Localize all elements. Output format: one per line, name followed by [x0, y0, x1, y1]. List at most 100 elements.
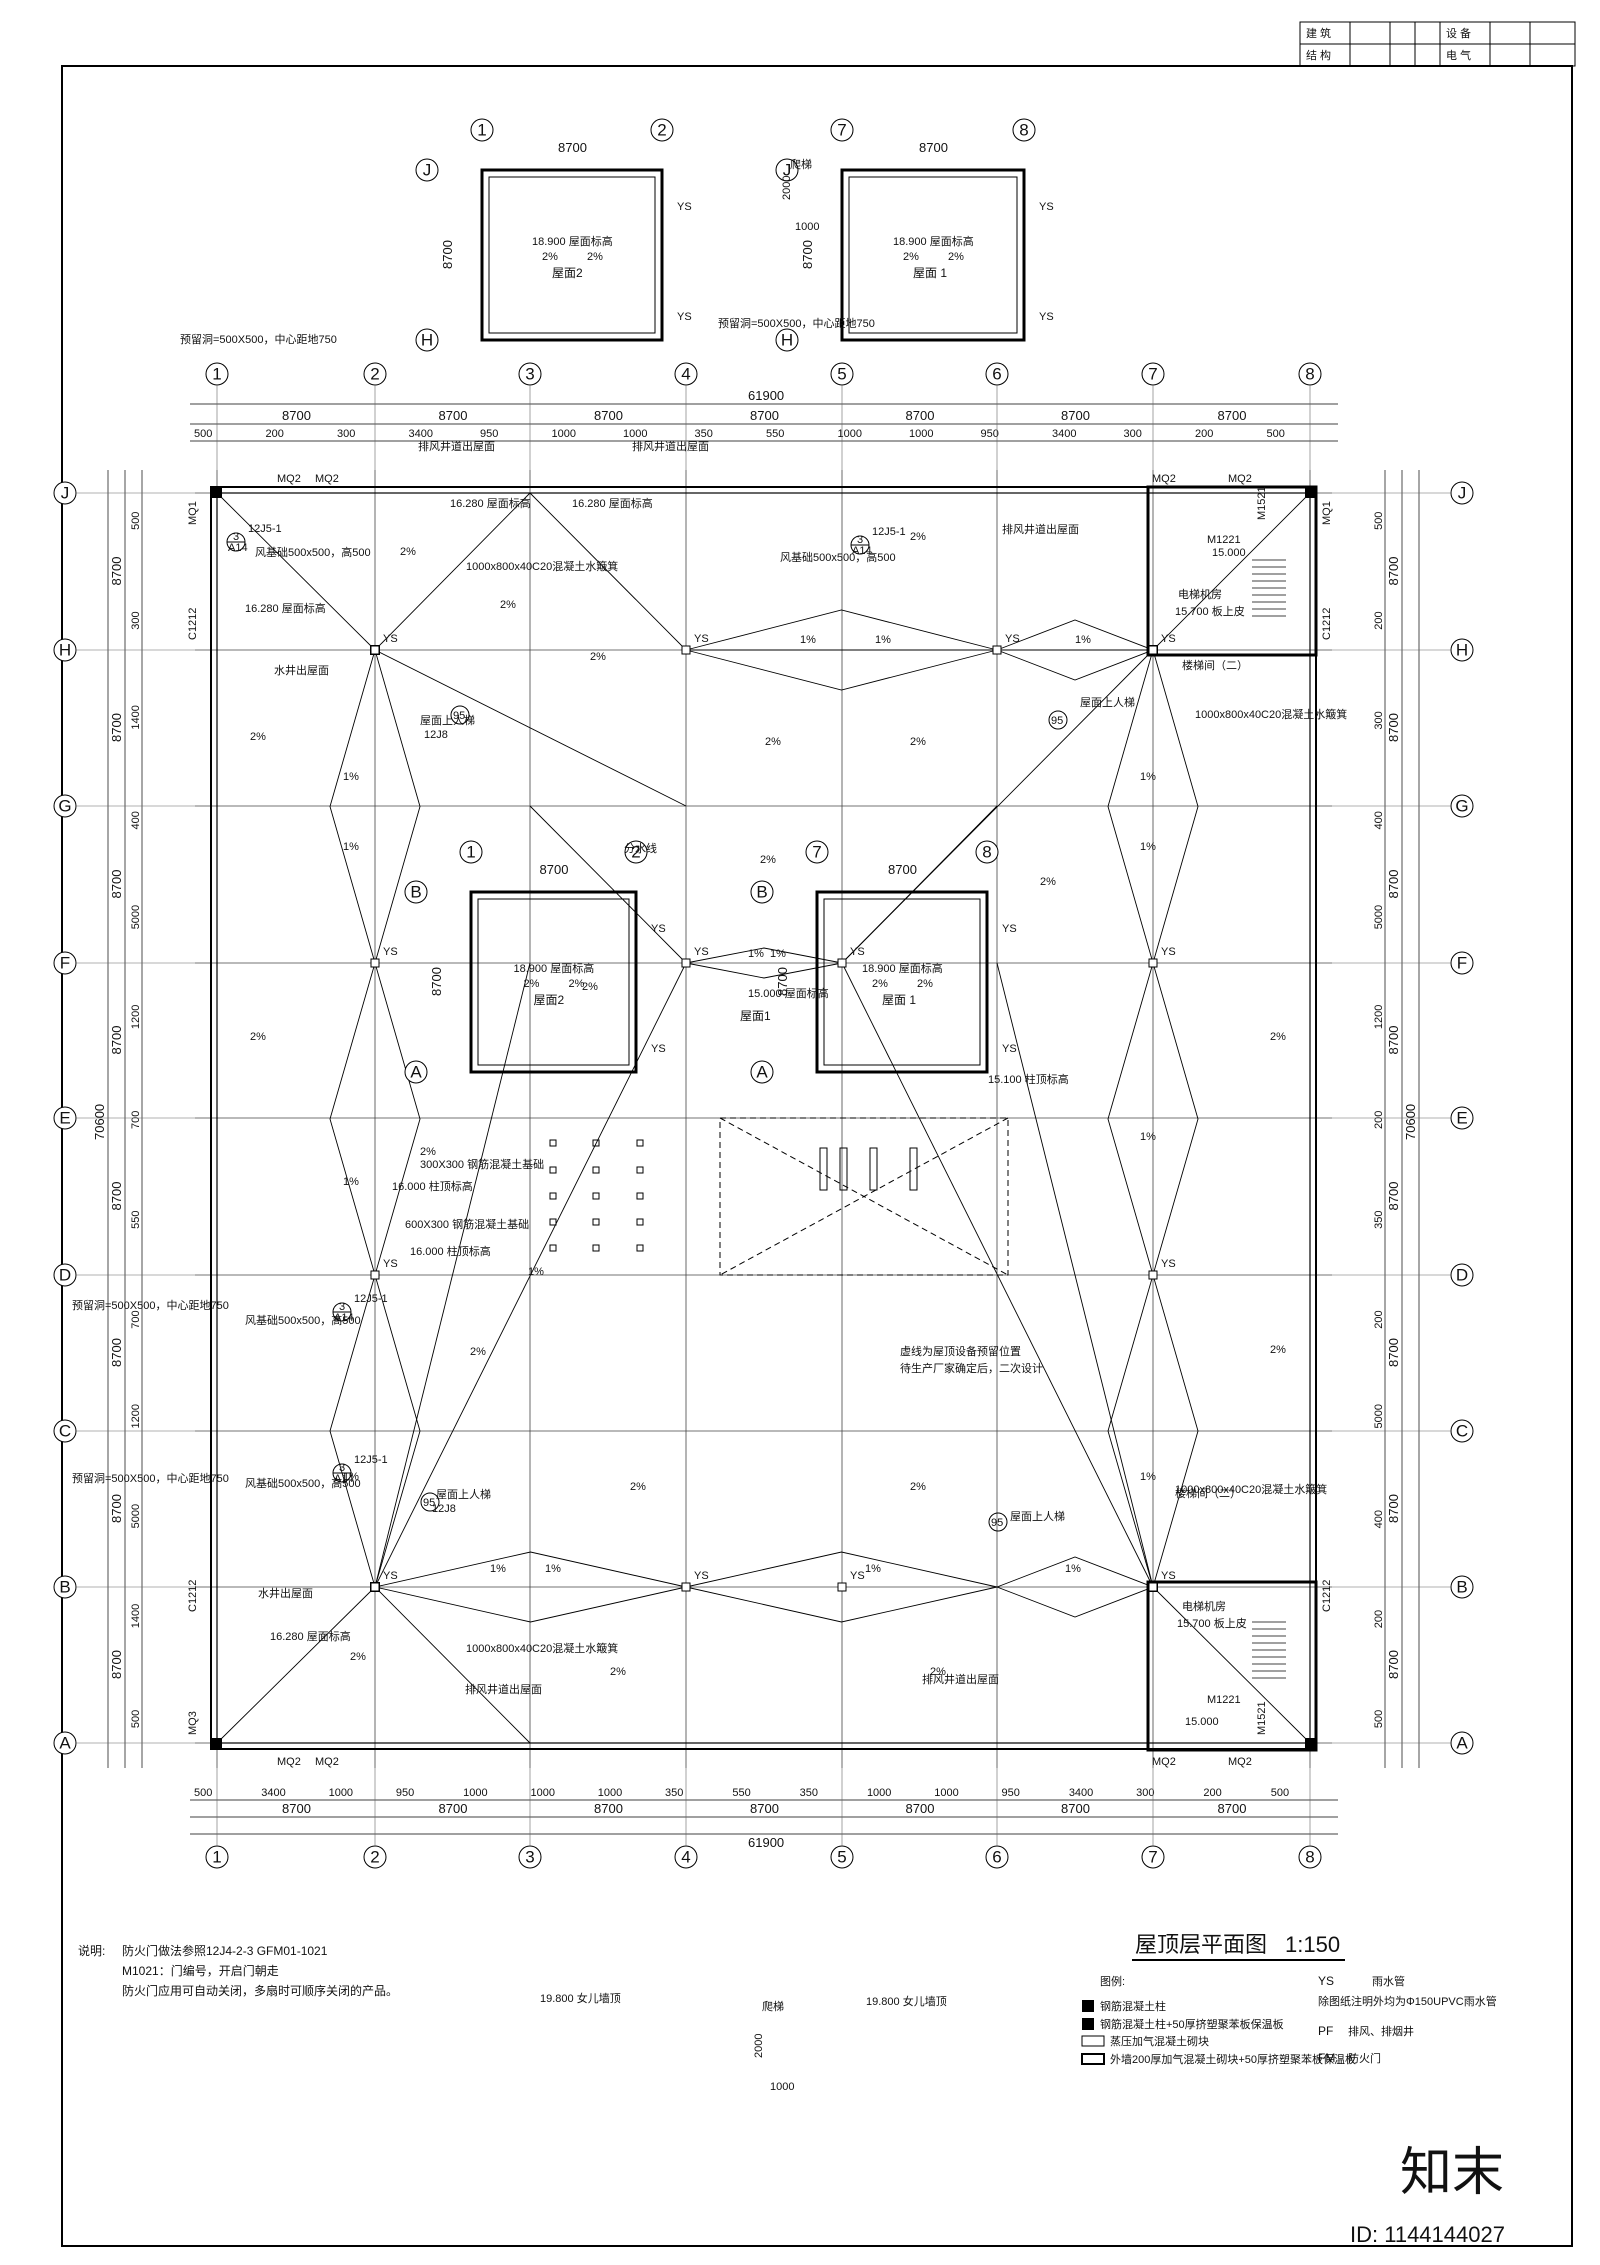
roof-drain-0: [370, 645, 380, 655]
dim-total-left: 70600: [92, 1104, 107, 1140]
small-roof-1-bottom-outline: [815, 890, 989, 1074]
legend-item-3: 蒸压加气混凝土砌块: [1110, 2034, 1209, 2048]
small-roof-1-bottom-bubble-t: [750, 880, 774, 904]
ridge-line-11: [374, 962, 531, 1588]
fan-base-2: 风基础500x500，高500: [245, 1313, 361, 1327]
slope-2-2: 2%: [500, 599, 516, 611]
slope-1-7: 1%: [1140, 841, 1156, 853]
dim-total-bottom: 61900: [748, 1835, 784, 1850]
detail-ref-1-no: 3: [233, 531, 239, 543]
dim-top-chain-10: 1000: [909, 428, 933, 440]
dim-top-chain-0: 500: [194, 428, 212, 440]
footing-3: [549, 1166, 557, 1174]
small-roof-1-top-ys-1: YS: [1039, 201, 1054, 213]
ys-label-7: YS: [1161, 1258, 1176, 1270]
m1521-2: M1521: [1256, 1701, 1268, 1735]
grid-bubble-left-D-label: D: [59, 1266, 71, 1285]
dim-bottom-chain-6: 1000: [598, 1787, 622, 1799]
grid-bubble-bottom-7-label: 7: [1148, 1848, 1157, 1867]
detail-ref-3-no: 3: [339, 1462, 345, 1474]
equipment-pad-0: [819, 1147, 828, 1191]
dim-bay-left-6: 8700: [109, 1494, 124, 1523]
roof-drain-8: [681, 958, 691, 968]
detail-ref-1-sheet: A14: [228, 542, 248, 554]
dim-right-chain-8: 200: [1373, 1310, 1385, 1328]
shaft-label-2: 排风井道出屋面: [632, 439, 709, 453]
dim-bay-top-5: 8700: [1061, 408, 1090, 423]
hatch-dim-1000-top: 1000: [795, 221, 819, 233]
footing-6: [549, 1192, 557, 1200]
elevator-elev-2: 15.700 板上皮: [1177, 1616, 1247, 1630]
fenshui-label: 分水线: [624, 841, 657, 855]
legend-ys-desc: 雨水管: [1372, 1974, 1405, 1988]
water-tank-1: 水井出屋面: [274, 663, 329, 677]
footing-10: [592, 1218, 600, 1226]
ridge-line-4: [216, 1586, 376, 1744]
dim-left-chain-8: 700: [130, 1310, 142, 1328]
slope-1-5: 1%: [343, 1176, 359, 1188]
grid-bubble-left-G-label: G: [58, 797, 71, 816]
ys-label-8: YS: [694, 946, 709, 958]
grid-bubble-bottom-3-label: 3: [525, 1848, 534, 1867]
small-roof-2-bottom-label: 屋面2: [534, 993, 565, 1007]
small-roof-2-top-outline: [480, 168, 664, 342]
grid-bubble-left-F-label: F: [60, 954, 70, 973]
slope-2-4: 2%: [765, 736, 781, 748]
mq2-top-4: MQ2: [1228, 473, 1252, 485]
ladder-label-3: 屋面上人梯: [436, 1488, 491, 1501]
dim-left-chain-10: 5000: [130, 1504, 142, 1528]
elev-16280-d: 16.280 屋面标高: [270, 1629, 351, 1643]
elev-15000-a: 15.000: [1212, 547, 1246, 559]
grid-bubble-left-E-label: E: [59, 1109, 70, 1128]
legend-fm-key: FM: [1318, 2051, 1335, 2065]
small-roof-2-top-bubble-t-label: J: [423, 161, 432, 180]
notes-heading: 说明:: [78, 1943, 105, 1958]
roof-drain-10: [370, 1582, 380, 1592]
dim-bay-top-4: 8700: [906, 408, 935, 423]
slope-1-6: 1%: [1140, 771, 1156, 783]
dim-left-chain-1: 300: [130, 611, 142, 629]
slope-2-12: 2%: [630, 1481, 646, 1493]
grid-bubble-right-G-label: G: [1455, 797, 1468, 816]
dim-bottom-chain-4: 1000: [463, 1787, 487, 1799]
ladder-no-2: 95: [423, 1497, 435, 1509]
small-roof-2-top-bubble-b: [415, 328, 439, 352]
elev-16000-a: 16.000 柱顶标高: [392, 1179, 473, 1193]
footing-4: [592, 1166, 600, 1174]
dim-bay-left-2: 8700: [109, 870, 124, 899]
footing-13: [592, 1244, 600, 1252]
grid-bubble-bottom-2-label: 2: [370, 1848, 379, 1867]
slope-2-0: 2%: [400, 546, 416, 558]
dim-left-chain-12: 500: [130, 1710, 142, 1728]
watermark-id: ID: 1144144027: [1350, 2222, 1505, 2247]
small-roof-1-top-bubble-r: [1012, 118, 1036, 142]
ys-label-3: YS: [1005, 633, 1020, 645]
elevator-room-1: 电梯机房: [1178, 587, 1222, 601]
small-roof-1-bottom-bubble-b-label: A: [756, 1063, 768, 1082]
small-roof-1-top-bubble-l-label: 7: [837, 121, 846, 140]
dim-bottom-chain-10: 1000: [867, 1787, 891, 1799]
grid-bubble-right-C-label: C: [1456, 1422, 1468, 1441]
ys-label-1: YS: [1161, 633, 1176, 645]
small-roof-2-top-label: 屋面2: [552, 266, 583, 280]
ladder-label-2: 屋面上人梯: [1080, 696, 1135, 709]
ladder-ref-1: 12J8: [424, 729, 448, 741]
c1212-1: C1212: [187, 608, 199, 640]
small-roof-2-top-slope-b: 2%: [587, 251, 603, 263]
legend-swatch-3: [1081, 2035, 1105, 2047]
small-roof-1-top-bubble-b: [775, 328, 799, 352]
roof-drain-11: [681, 1582, 691, 1592]
footing-8: [636, 1192, 644, 1200]
dim-bay-right-5: 8700: [1386, 1338, 1401, 1367]
equipment-pad-3: [909, 1147, 918, 1191]
dim-bay-right-1: 8700: [1386, 713, 1401, 742]
notes-line-3: 防火门应用可自动关闭，多扇时可顺序关闭的产品。: [122, 1983, 398, 1998]
drawing-title: 屋顶层平面图 1:150: [1132, 1932, 1345, 1961]
small-roof-2-bottom-bubble-r: [624, 840, 648, 864]
ridge-line-1: [374, 492, 531, 651]
dim-total-top: 61900: [748, 388, 784, 403]
slope-2-11: 2%: [1270, 1031, 1286, 1043]
ridge-line-7: [374, 649, 687, 807]
grid-bubble-top-6-label: 6: [992, 365, 1001, 384]
